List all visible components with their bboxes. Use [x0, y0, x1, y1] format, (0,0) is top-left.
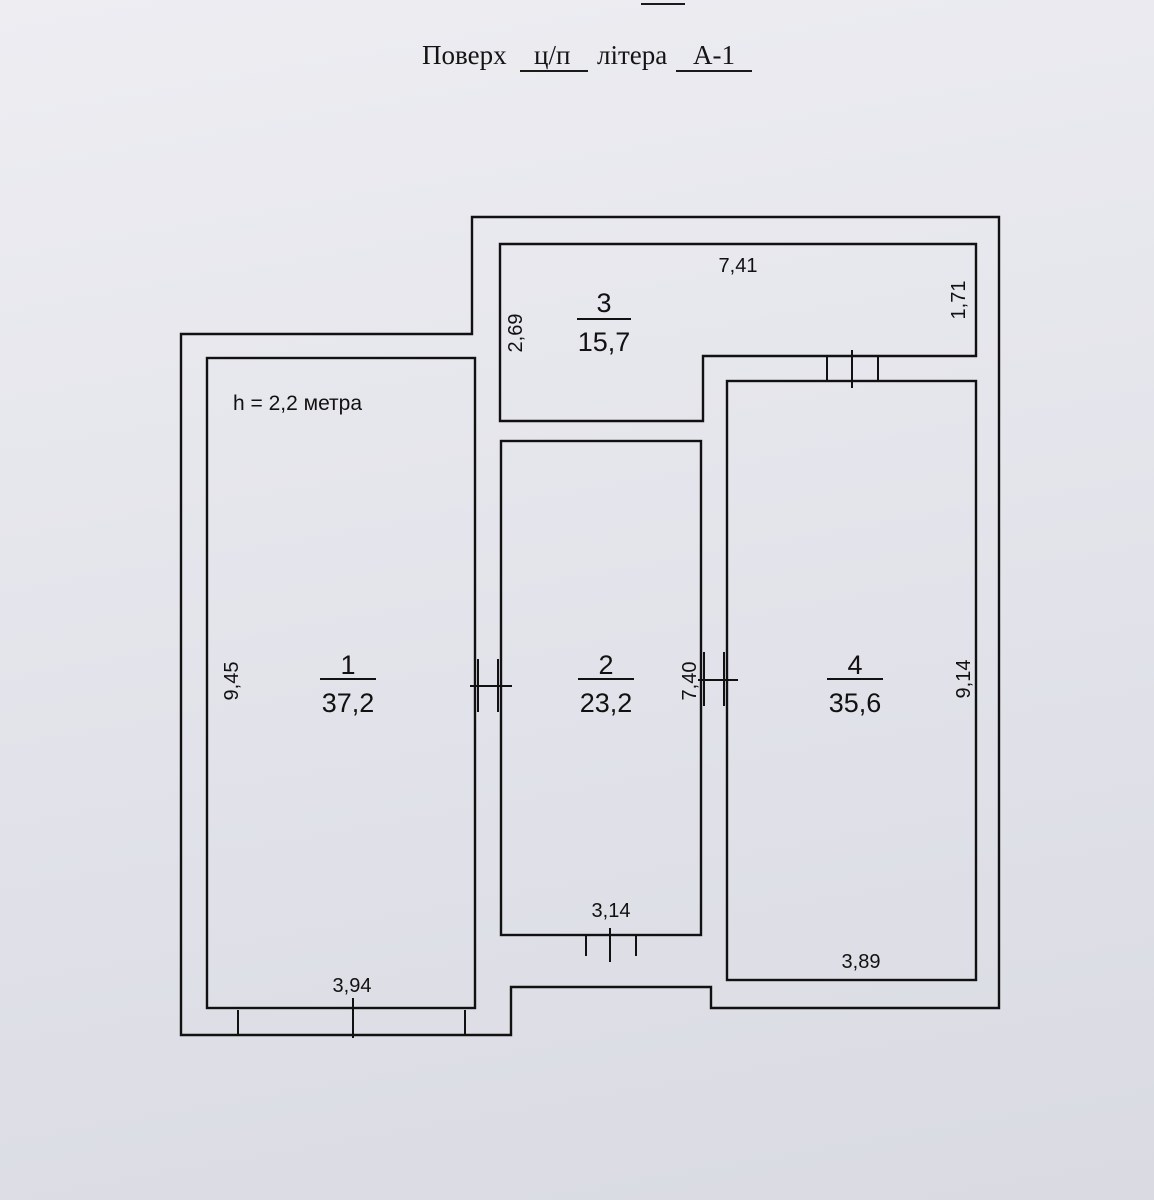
- door-room1-bottom: [237, 998, 466, 1038]
- room-3-outline: [498, 242, 978, 423]
- outer-wall: [179, 215, 1001, 1037]
- floor-label: Поверх: [422, 40, 507, 70]
- door-room1-room2: [470, 659, 512, 712]
- room-3-number: 3: [596, 288, 611, 318]
- letter-value: А-1: [693, 40, 735, 70]
- room-4-number: 4: [847, 650, 862, 680]
- room-3-left-height-dim: 2,69: [505, 314, 527, 353]
- room-2-width-dim: 3,14: [592, 900, 631, 922]
- letter-underline: [676, 70, 752, 72]
- room-3-area: 15,7: [578, 327, 631, 357]
- room-2-number: 2: [598, 650, 613, 680]
- room-4-width-dim: 3,89: [842, 951, 881, 973]
- room-4-height-dim: 9,14: [953, 660, 975, 699]
- room-2-outline: [499, 439, 703, 937]
- room-4-area: 35,6: [829, 688, 882, 718]
- ceiling-height-note: h = 2,2 метра: [233, 392, 362, 415]
- room-2-area: 23,2: [580, 688, 633, 718]
- letter-label: літера: [597, 40, 668, 70]
- room-1-area: 37,2: [322, 688, 375, 718]
- room-3-width-dim: 7,41: [719, 255, 758, 277]
- room-1-width-dim: 3,94: [333, 975, 372, 997]
- top-mark: [641, 3, 685, 5]
- room-1-outline: [205, 356, 477, 1010]
- room-1-height-dim: 9,45: [221, 662, 243, 701]
- door-room2-bottom: [585, 928, 637, 962]
- room-4-outline: [725, 379, 978, 982]
- room-3-right-height-dim: 1,71: [948, 281, 970, 320]
- door-room3-room4: [826, 350, 879, 388]
- floor-value: ц/п: [534, 40, 571, 70]
- door-room2-room4: [698, 652, 738, 706]
- room-2-height-dim: 7,40: [679, 662, 701, 701]
- room-1-number: 1: [340, 650, 355, 680]
- floor-underline: [520, 70, 588, 72]
- page-header: Поверх ц/п літера А-1: [0, 0, 1154, 100]
